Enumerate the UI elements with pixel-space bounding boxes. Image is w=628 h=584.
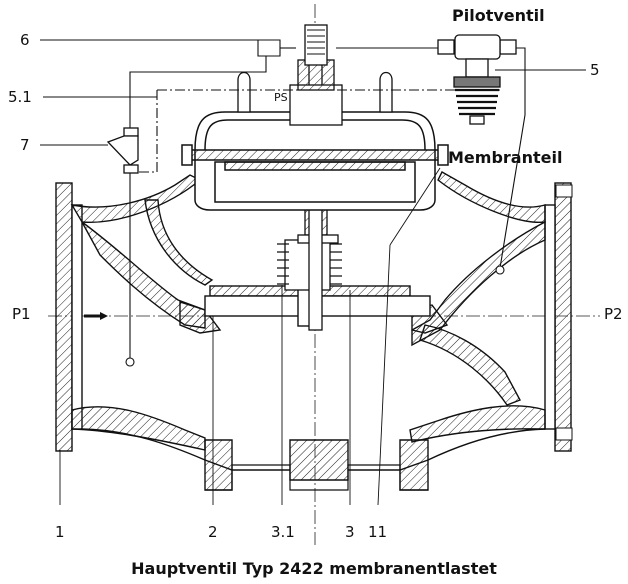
label-5-1: 5.1 (8, 88, 32, 106)
leader-lines (40, 39, 586, 506)
label-ps: PS (274, 91, 288, 104)
right-flange (544, 182, 573, 452)
label-1: 1 (55, 523, 65, 541)
body-outline-bottom (205, 464, 428, 491)
control-lines (129, 39, 526, 360)
label-2: 2 (208, 523, 218, 541)
label-p2: P2 (604, 305, 623, 323)
left-tap-point (125, 357, 135, 367)
flow-arrow (84, 312, 108, 320)
lifting-lugs (237, 71, 393, 113)
label-3-1: 3.1 (271, 523, 295, 541)
label-6: 6 (20, 31, 30, 49)
label-pilotventil: Pilotventil (452, 6, 545, 25)
label-membranteil: Membranteil (448, 148, 563, 167)
label-p1: P1 (12, 305, 31, 323)
bonnet-column (289, 24, 343, 126)
pilot-valve (437, 34, 517, 125)
strainer (106, 127, 139, 174)
label-5: 5 (590, 61, 600, 79)
body-outline (81, 428, 546, 471)
label-3: 3 (345, 523, 355, 541)
right-tap-point (495, 265, 505, 275)
figure-caption: Hauptventil Typ 2422 membranentlastet (131, 559, 497, 578)
label-7: 7 (20, 136, 30, 154)
diaphragm-housing (181, 111, 449, 211)
label-11: 11 (368, 523, 388, 541)
